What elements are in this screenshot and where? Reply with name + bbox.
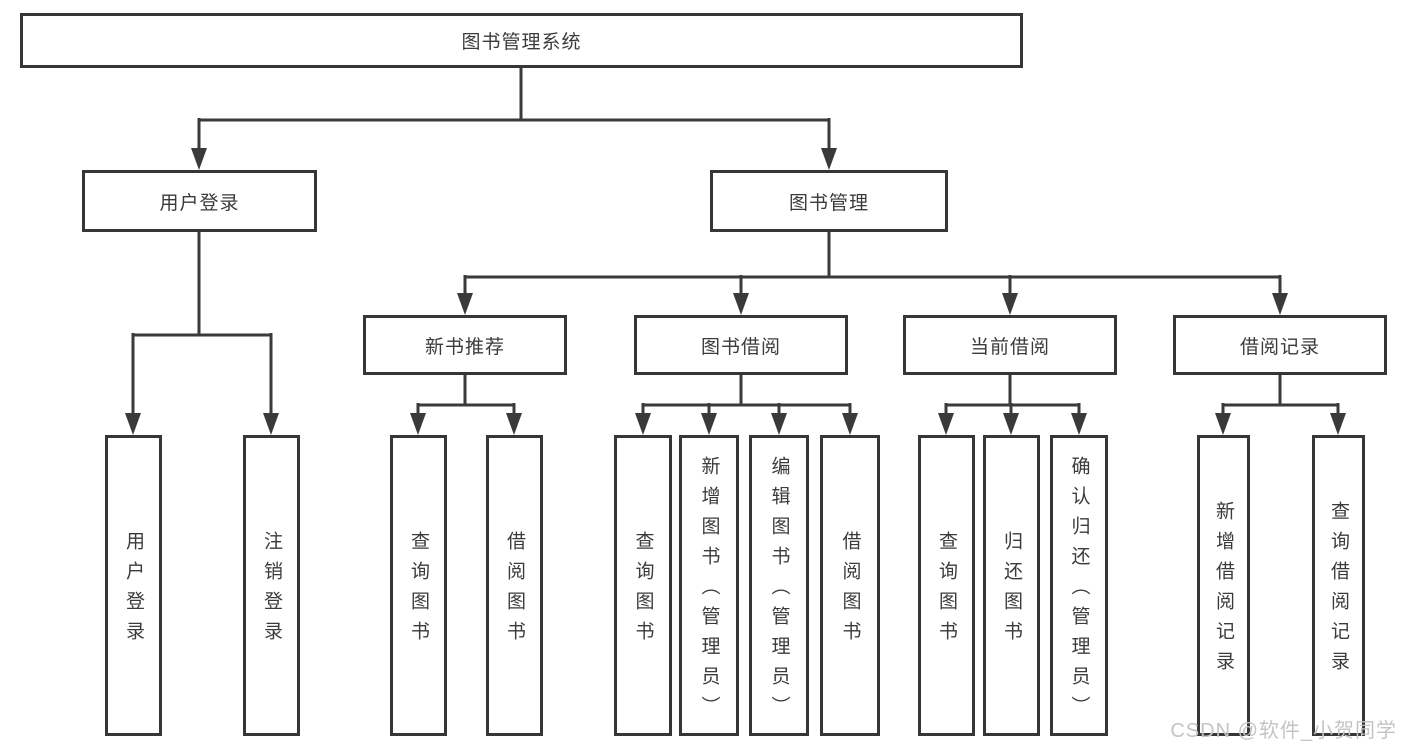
node-leaf-add-books-admin-label: 新增图书（管理员） xyxy=(698,456,720,726)
connector-book-mgmt-to-level2 xyxy=(457,232,1288,315)
node-root-label: 图书管理系统 xyxy=(461,32,582,53)
connector-book-borrow-to-leaves xyxy=(635,375,858,435)
node-leaf-logout: 注销登录 xyxy=(243,435,300,736)
node-leaf-user-login: 用户登录 xyxy=(105,435,162,736)
node-leaf-add-books-admin: 新增图书（管理员） xyxy=(679,435,739,736)
node-current-borrowing-label: 当前借阅 xyxy=(969,336,1050,358)
node-user-login-label: 用户登录 xyxy=(159,192,240,214)
node-leaf-query-borrow-record: 查询借阅记录 xyxy=(1312,435,1365,736)
node-leaf-borrow-books-label: 借阅图书 xyxy=(839,531,861,651)
node-leaf-query-books-current: 查询图书 xyxy=(918,435,975,736)
node-leaf-query-books-borrow: 查询图书 xyxy=(614,435,672,736)
node-leaf-borrow-books: 借阅图书 xyxy=(820,435,880,736)
node-root-system: 图书管理系统 xyxy=(20,13,1023,68)
node-leaf-add-borrow-record-label: 新增借阅记录 xyxy=(1213,501,1234,681)
node-leaf-edit-books-admin: 编辑图书（管理员） xyxy=(749,435,809,736)
node-book-management-label: 图书管理 xyxy=(788,192,869,214)
connector-new-book-rec-to-leaves xyxy=(410,375,522,435)
node-leaf-return-books-label: 归还图书 xyxy=(1001,531,1022,651)
connector-user-login-to-leaves xyxy=(125,232,279,435)
node-leaf-confirm-return-admin: 确认归还（管理员） xyxy=(1050,435,1108,736)
node-current-borrowing: 当前借阅 xyxy=(903,315,1117,375)
node-borrowing-records: 借阅记录 xyxy=(1173,315,1387,375)
node-leaf-query-books-borrow-label: 查询图书 xyxy=(632,531,654,651)
node-book-borrowing-label: 图书借阅 xyxy=(700,336,781,358)
node-leaf-query-books-current-label: 查询图书 xyxy=(936,531,957,651)
node-leaf-add-borrow-record: 新增借阅记录 xyxy=(1197,435,1250,736)
connector-current-borrow-to-leaves xyxy=(938,375,1087,435)
node-book-borrowing: 图书借阅 xyxy=(634,315,848,375)
node-leaf-query-books-rec: 查询图书 xyxy=(390,435,447,736)
node-leaf-confirm-return-admin-label: 确认归还（管理员） xyxy=(1068,456,1090,726)
connector-root-to-level1 xyxy=(191,68,837,170)
node-leaf-logout-label: 注销登录 xyxy=(261,531,282,651)
node-leaf-query-borrow-record-label: 查询借阅记录 xyxy=(1328,501,1349,681)
node-new-book-recommendation: 新书推荐 xyxy=(363,315,567,375)
node-leaf-return-books: 归还图书 xyxy=(983,435,1040,736)
node-leaf-borrow-books-rec: 借阅图书 xyxy=(486,435,543,736)
node-new-book-recommendation-label: 新书推荐 xyxy=(424,336,505,358)
node-book-management: 图书管理 xyxy=(710,170,948,232)
node-leaf-user-login-label: 用户登录 xyxy=(123,531,144,651)
csdn-watermark: CSDN @软件_小贺同学 xyxy=(1170,720,1397,742)
node-leaf-borrow-books-rec-label: 借阅图书 xyxy=(504,531,525,651)
node-leaf-query-books-rec-label: 查询图书 xyxy=(408,531,429,651)
node-user-login: 用户登录 xyxy=(82,170,317,232)
node-borrowing-records-label: 借阅记录 xyxy=(1239,336,1320,358)
connector-borrow-records-to-leaves xyxy=(1215,375,1346,435)
node-leaf-edit-books-admin-label: 编辑图书（管理员） xyxy=(768,456,790,726)
